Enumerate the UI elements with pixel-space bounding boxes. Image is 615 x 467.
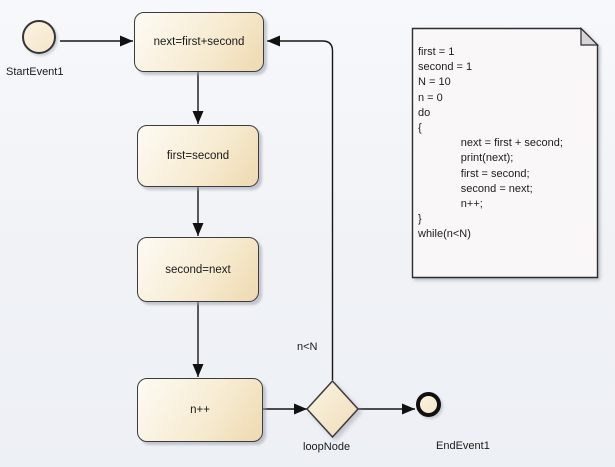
action-next-assignment[interactable]: next=first+second xyxy=(134,12,264,72)
action-label: second=next xyxy=(165,263,231,276)
action-label: first=second xyxy=(166,150,230,162)
start-event-label: StartEvent1 xyxy=(6,66,64,78)
action-first-assignment[interactable]: first=second xyxy=(137,125,259,187)
guard-condition-label: n<N xyxy=(297,341,318,353)
action-label: next=first+second xyxy=(153,36,245,48)
note-code-text: first = 1 second = 1 N = 10 n = 0 do { n… xyxy=(418,46,563,241)
action-label: n++ xyxy=(190,404,210,416)
loop-node-diamond[interactable] xyxy=(305,379,360,439)
end-event-node[interactable] xyxy=(416,392,441,417)
end-event-label: EndEvent1 xyxy=(436,440,490,452)
note-fold-icon xyxy=(580,27,599,46)
start-event-node[interactable] xyxy=(22,20,56,54)
edge-loopnode-back-to-next[interactable] xyxy=(267,35,334,380)
loop-node-label: loopNode xyxy=(303,441,351,453)
action-second-assignment[interactable]: second=next xyxy=(137,237,259,302)
action-increment[interactable]: n++ xyxy=(137,378,263,442)
code-note[interactable] xyxy=(411,27,599,279)
